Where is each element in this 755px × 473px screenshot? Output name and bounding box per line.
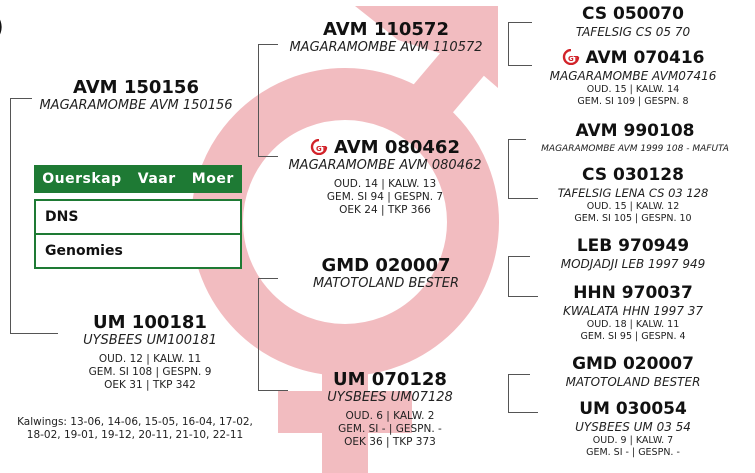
gen3-stat: GEM. SI 95 | GESPN. 4 [530, 331, 736, 343]
calvings-text: Kalwings: 13-06, 14-06, 15-05, 16-04, 17… [0, 416, 270, 442]
dam-node[interactable]: UM 100181 UYSBEES UM100181 OUD. 12 | KAL… [60, 313, 240, 392]
tab-ouerskap[interactable]: Ouerskap [42, 171, 121, 187]
gen3-name: UYSBEES UM 03 54 [530, 419, 736, 435]
gen3-stat: OUD. 15 | KALW. 14 [530, 84, 736, 96]
sire-dam-stat: GEM. SI 94 | GESPN. 7 [262, 191, 508, 204]
gen3-code: CS 030128 [530, 165, 736, 185]
sire-dam-node[interactable]: GT AVM 080462 MAGARAMOMBE AVM 080462 OUD… [262, 138, 508, 217]
gen3-name: MODJADJI LEB 1997 949 [530, 256, 736, 272]
connector-line [258, 278, 259, 390]
sire-node[interactable]: AVM 150156 MAGARAMOMBE AVM 150156 [30, 78, 242, 114]
gen3-code: CS 050070 [530, 4, 736, 24]
gen3-code: UM 030054 [530, 399, 736, 419]
gt-badge-icon: GT [310, 139, 328, 155]
connector-line [258, 390, 288, 391]
gen3-node[interactable]: HHN 970037 KWALATA HHN 1997 37 OUD. 18 |… [530, 283, 736, 343]
gen3-stat: GEM. SI 109 | GESPN. 8 [530, 96, 736, 108]
gen3-node[interactable]: GT AVM 070416 MAGARAMOMBE AVM07416 OUD. … [530, 48, 736, 108]
gen3-code: GT AVM 070416 [530, 48, 736, 68]
connector-line [508, 22, 532, 23]
dam-sire-name: MATOTOLAND BESTER [268, 276, 504, 292]
sire-dam-stat: OEK 24 | TKP 366 [262, 204, 508, 217]
svg-text:GT: GT [568, 55, 579, 63]
panel-item-genomies[interactable]: Genomies [36, 233, 240, 267]
dam-stat: OEK 31 | TKP 342 [60, 379, 240, 392]
sire-sire-node[interactable]: AVM 110572 MAGARAMOMBE AVM 110572 [268, 20, 504, 56]
gen3-stat: OUD. 18 | KALW. 11 [530, 319, 736, 331]
sire-dam-stat: OUD. 14 | KALW. 13 [262, 178, 508, 191]
gen3-name: TAFELSIG CS 05 70 [530, 24, 736, 40]
sire-sire-name: MAGARAMOMBE AVM 110572 [268, 40, 504, 56]
gen3-stat: GEM. SI 105 | GESPN. 10 [530, 213, 736, 225]
gen3-name: TAFELSIG LENA CS 03 128 [530, 185, 736, 201]
connector-line [508, 374, 509, 412]
connector-line [508, 374, 530, 375]
connector-line [10, 98, 11, 333]
sire-code: AVM 150156 [30, 78, 242, 98]
gen3-node[interactable]: LEB 970949 MODJADJI LEB 1997 949 [530, 236, 736, 272]
gen3-name: MATOTOLAND BESTER [530, 374, 736, 390]
svg-text:GT: GT [316, 145, 327, 153]
dam-dam-stat: OEK 36 | TKP 373 [290, 436, 490, 449]
gen3-node[interactable]: AVM 990108 MAGARAMOMBE AVM 1999 108 - MA… [520, 121, 750, 157]
gen3-name: KWALATA HHN 1997 37 [530, 303, 736, 319]
sire-name: MAGARAMOMBE AVM 150156 [30, 98, 242, 114]
gen3-code: HHN 970037 [530, 283, 736, 303]
panel-header: Ouerskap Vaar Moer [34, 165, 242, 193]
gen3-code: AVM 990108 [520, 121, 750, 141]
sire-dam-code: GT AVM 080462 [262, 138, 508, 158]
dam-dam-name: UYSBEES UM07128 [290, 390, 490, 406]
gen3-stat: OUD. 9 | KALW. 7 [530, 435, 736, 447]
tab-moer[interactable]: Moer [192, 171, 234, 187]
gen3-code-text: AVM 070416 [586, 48, 705, 68]
gen3-name: MAGARAMOMBE AVM07416 [530, 68, 736, 84]
panel-item-dns[interactable]: DNS [36, 201, 240, 233]
connector-line [10, 98, 32, 99]
gen3-node[interactable]: GMD 020007 MATOTOLAND BESTER [530, 354, 736, 390]
gen3-node[interactable]: CS 050070 TAFELSIG CS 05 70 [530, 4, 736, 40]
connector-line [508, 256, 530, 257]
gen3-node[interactable]: CS 030128 TAFELSIG LENA CS 03 128 OUD. 1… [530, 165, 736, 225]
dam-code: UM 100181 [60, 313, 240, 333]
connector-line [508, 65, 532, 66]
calvings-line: Kalwings: 13-06, 14-06, 15-05, 16-04, 17… [0, 416, 270, 429]
gt-badge-icon: GT [562, 49, 580, 65]
dam-dam-stat: OUD. 6 | KALW. 2 [290, 410, 490, 423]
gen3-stat: GEM. SI - | GESPN. - [530, 447, 736, 459]
dam-sire-node[interactable]: GMD 020007 MATOTOLAND BESTER [268, 256, 504, 292]
sire-dam-name: MAGARAMOMBE AVM 080462 [262, 158, 508, 174]
dam-name: UYSBEES UM100181 [60, 333, 240, 349]
dam-stat: OUD. 12 | KALW. 11 [60, 353, 240, 366]
arrow-shaft-shape [415, 55, 470, 120]
gen3-node[interactable]: UM 030054 UYSBEES UM 03 54 OUD. 9 | KALW… [530, 399, 736, 459]
tab-vaar[interactable]: Vaar [138, 171, 176, 187]
dam-dam-node[interactable]: UM 070128 UYSBEES UM07128 OUD. 6 | KALW.… [290, 370, 490, 449]
edge-glyph: ) [0, 12, 4, 42]
panel-list: DNS Genomies [34, 199, 242, 269]
connector-line [508, 139, 509, 198]
dam-dam-stat: GEM. SI - | GESPN. - [290, 423, 490, 436]
gen3-name: MAGARAMOMBE AVM 1999 108 - MAFUTA [520, 141, 750, 157]
dam-sire-code: GMD 020007 [268, 256, 504, 276]
gen3-code: GMD 020007 [530, 354, 736, 374]
connector-line [258, 44, 259, 156]
gen3-code: LEB 970949 [530, 236, 736, 256]
sire-sire-code: AVM 110572 [268, 20, 504, 40]
sire-dam-code-text: AVM 080462 [334, 137, 460, 158]
connector-line [508, 256, 509, 296]
connector-line [10, 333, 58, 334]
dam-dam-code: UM 070128 [290, 370, 490, 390]
dam-stat: GEM. SI 108 | GESPN. 9 [60, 366, 240, 379]
connector-line [508, 22, 509, 65]
calvings-line: 18-02, 19-01, 19-12, 20-11, 21-10, 22-11 [0, 429, 270, 442]
gen3-stat: OUD. 15 | KALW. 12 [530, 201, 736, 213]
